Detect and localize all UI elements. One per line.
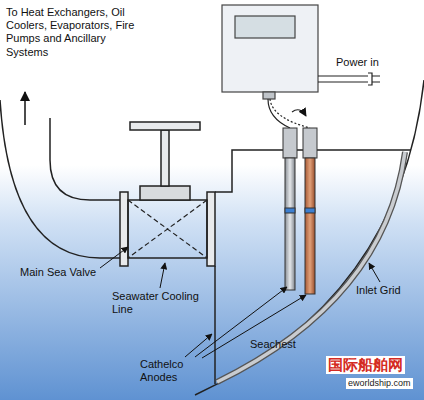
up-arrow xyxy=(25,92,26,125)
anodes xyxy=(305,208,315,213)
anode-cables xyxy=(268,99,310,128)
power-cable xyxy=(318,81,368,82)
seawater xyxy=(0,165,424,400)
anodes xyxy=(283,128,317,294)
power-cable xyxy=(372,76,380,82)
anodes xyxy=(285,158,295,290)
part-label: Cathelco Anodes xyxy=(140,358,220,384)
hull-and-pipe xyxy=(50,118,120,200)
leader-lines xyxy=(202,295,306,358)
power-cable xyxy=(318,75,368,76)
control-panel xyxy=(222,5,318,92)
leader-lines xyxy=(160,263,165,288)
power-cable xyxy=(368,73,372,85)
inlet-grid xyxy=(217,152,405,382)
watermark: 国际船舶网 xyxy=(326,356,405,374)
part-label: Inlet Grid xyxy=(356,284,401,297)
anodes xyxy=(285,208,295,213)
power-label: Power in xyxy=(336,56,379,69)
anodes xyxy=(283,128,297,158)
hull-and-pipe xyxy=(0,80,424,395)
control-panel xyxy=(222,5,318,99)
sea-valve xyxy=(128,200,207,258)
control-panel xyxy=(263,92,275,99)
part-label: Seawater Cooling Line xyxy=(112,290,208,316)
leader-lines xyxy=(100,247,380,358)
inlet-grid xyxy=(217,152,405,382)
sea-valve xyxy=(207,192,215,266)
anode-cables xyxy=(270,99,310,128)
sea-valve xyxy=(120,192,128,266)
seawater xyxy=(0,165,424,400)
part-label: Seachest xyxy=(250,338,296,351)
control-panel xyxy=(235,16,295,38)
up-arrow xyxy=(24,92,26,125)
hull-and-pipe xyxy=(214,266,216,384)
leader-lines xyxy=(185,334,212,357)
watermark: eworldship.com xyxy=(346,378,413,389)
sea-valve xyxy=(130,122,200,130)
sea-valve xyxy=(140,186,190,200)
leader-lines xyxy=(100,247,128,268)
power-cable xyxy=(318,73,380,85)
destination-note: To Heat Exchangers, Oil Coolers, Evapora… xyxy=(6,6,146,59)
part-label: Main Sea Valve xyxy=(20,266,96,279)
anode-cables xyxy=(292,110,306,116)
sea-valve xyxy=(161,130,169,186)
sea-valve xyxy=(120,122,215,266)
leader-lines xyxy=(369,263,380,282)
anodes xyxy=(303,128,317,158)
anodes xyxy=(305,158,315,294)
inlet-grid xyxy=(217,152,405,382)
sea-valve xyxy=(128,200,207,258)
hull-and-pipe xyxy=(195,80,424,395)
hull-and-pipe xyxy=(0,100,120,258)
